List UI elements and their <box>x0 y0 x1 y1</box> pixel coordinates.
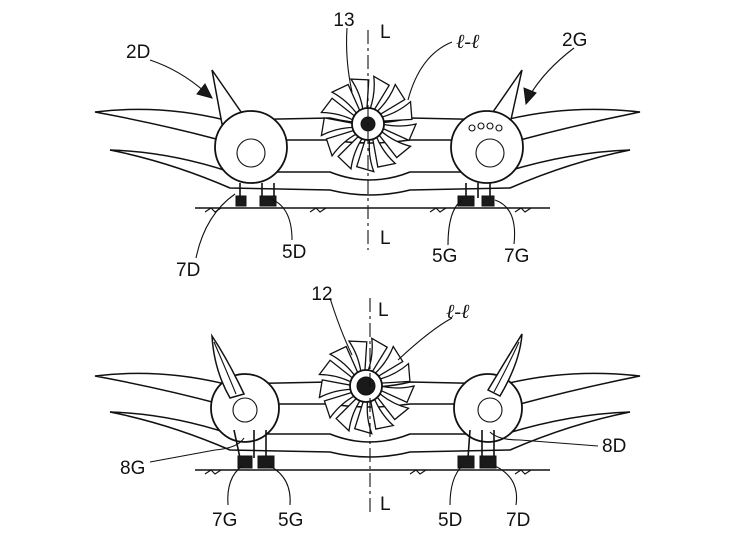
fan-blade <box>353 399 373 435</box>
bottom-axis-label-top: L <box>378 300 389 321</box>
top-figure: 13 L L ℓ-ℓ 2D 2G 7D 5D 5G 7G <box>94 10 641 281</box>
top-plane-label: ℓ-ℓ <box>456 31 480 53</box>
bottom-leader-12 <box>329 297 353 356</box>
bottom-right-fin <box>486 333 523 397</box>
top-engine-ref-2G: 2G <box>562 30 587 51</box>
top-leader-13 <box>346 27 353 93</box>
top-leader-5D <box>267 197 293 241</box>
top-gear-label-5G: 5G <box>432 246 457 267</box>
fan-blade <box>323 391 357 420</box>
fan-blade <box>318 379 354 399</box>
bottom-leader-7D <box>494 465 518 506</box>
bottom-leader-ll <box>397 317 453 361</box>
fan-blade <box>325 129 359 158</box>
bottom-plane-label: ℓ-ℓ <box>446 301 470 323</box>
fan-blade <box>347 340 368 374</box>
fan-blade <box>368 75 391 112</box>
bottom-axis-label-bottom: L <box>380 494 391 515</box>
top-leader-ll <box>407 41 453 101</box>
bottom-ground-hatching <box>204 469 532 475</box>
top-rotor <box>320 75 418 173</box>
top-leader-7G <box>494 199 516 245</box>
fan-blade <box>320 97 357 122</box>
top-left-engine-hub <box>236 138 266 168</box>
bottom-side-label-8D: 8D <box>602 436 626 457</box>
bottom-leader-8G <box>149 437 245 463</box>
top-arrowhead-2G <box>523 87 537 106</box>
bottom-leader-8D <box>489 431 599 447</box>
fan-blade <box>371 134 397 168</box>
bottom-leader-5G <box>269 465 291 506</box>
top-rotor-label: 13 <box>333 10 354 31</box>
top-gear-label-7D: 7D <box>176 260 200 281</box>
bottom-left-engine <box>210 373 280 443</box>
bottom-left-gear <box>233 429 275 469</box>
fan-blade <box>377 129 412 159</box>
bottom-figure: 12 L L ℓ-ℓ 8G 8D 7G 5G 5D 7D <box>94 284 641 531</box>
bottom-side-label-8G: 8G <box>120 458 145 479</box>
bottom-gear-label-5G: 5G <box>278 510 303 531</box>
top-right-engine-dots <box>468 122 503 132</box>
fan-blade <box>372 345 404 378</box>
fan-blade <box>349 78 370 112</box>
top-right-engine-hub <box>475 138 505 168</box>
fan-blade <box>379 100 413 122</box>
bottom-right-gear <box>457 429 497 469</box>
bottom-rotor-label: 12 <box>311 284 332 305</box>
fan-blade <box>366 337 389 374</box>
top-leader-5G <box>447 199 463 246</box>
top-right-gear <box>457 183 495 207</box>
top-gear-label-5D: 5D <box>282 242 306 263</box>
top-engine-ref-2D: 2D <box>126 42 150 63</box>
fan-blade <box>328 345 360 378</box>
top-left-engine <box>214 110 288 184</box>
fan-blade <box>375 391 410 421</box>
fan-blade <box>374 83 406 116</box>
fan-blade <box>377 362 411 384</box>
top-gear-label-7G: 7G <box>504 246 529 267</box>
fan-blade <box>355 137 375 173</box>
top-axis-label-bottom: L <box>380 228 391 249</box>
fan-blade <box>380 123 418 142</box>
bottom-left-engine-hub <box>232 397 258 423</box>
bottom-right-engine <box>453 373 523 443</box>
fan-blade <box>369 396 395 430</box>
bottom-rotor <box>318 337 416 435</box>
top-arrowhead-2D <box>196 83 213 99</box>
bottom-gear-label-7D: 7D <box>506 510 530 531</box>
fan-blade <box>335 396 362 433</box>
bottom-left-fin <box>211 333 246 399</box>
top-arrow-2D <box>149 59 206 93</box>
fan-blade <box>337 134 364 171</box>
bottom-right-engine-hub <box>477 397 503 423</box>
top-leader-7D <box>195 193 236 259</box>
fan-blade <box>330 83 362 116</box>
bottom-gear-label-5D: 5D <box>438 510 462 531</box>
top-axis-label-top: L <box>380 22 391 43</box>
bottom-gear-label-7G: 7G <box>212 510 237 531</box>
fan-blade <box>318 359 355 384</box>
bottom-leader-7G <box>227 465 243 506</box>
fan-blade <box>378 385 416 404</box>
fan-blade <box>320 117 356 137</box>
top-arrow-2G <box>529 47 575 96</box>
bottom-leader-5D <box>449 465 463 506</box>
top-right-engine <box>450 110 524 184</box>
